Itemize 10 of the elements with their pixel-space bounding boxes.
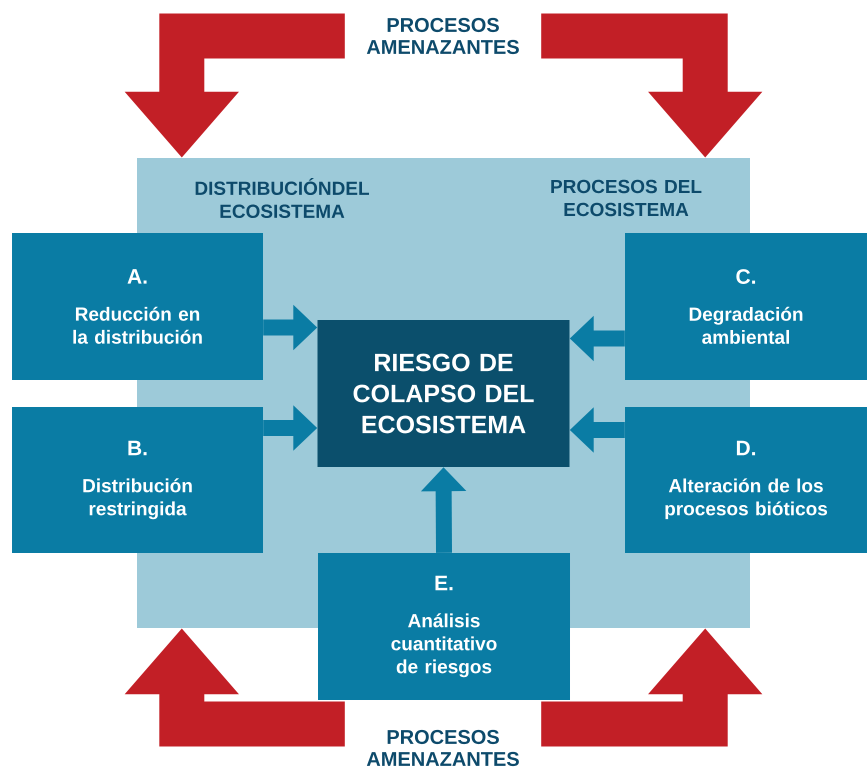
process-box: D. Alteración de los procesos bióticos: [625, 407, 867, 553]
process-box: C. Degradación ambiental: [625, 233, 867, 380]
process-box: B. Distribución restringida: [12, 407, 263, 553]
risk-box: RIESGO DE COLAPSO DEL ECOSISTEMA: [318, 320, 570, 467]
panel-heading: DISTRIBUCIÓNDEL ECOSISTEMA: [196, 178, 369, 218]
process-box: E. Análisis cuantitativo de riesgos: [318, 553, 570, 700]
heading-text: PROCESOS AMENAZANTES: [366, 730, 519, 766]
heading-text: PROCESOS AMENAZANTES: [366, 18, 519, 54]
process-box: A. Reducción en la distribución: [12, 233, 263, 380]
panel-heading: PROCESOS DEL ECOSISTEMA: [551, 180, 702, 216]
